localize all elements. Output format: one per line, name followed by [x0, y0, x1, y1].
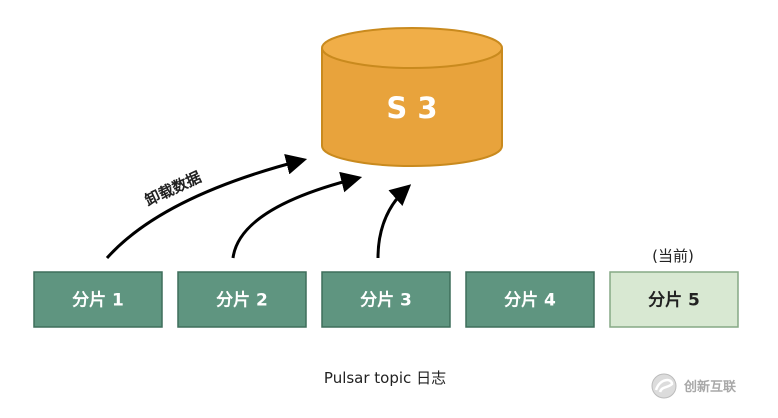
segment-label: 分片 3: [360, 290, 412, 311]
s3-label: S 3: [386, 91, 437, 125]
watermark: 创新互联: [651, 373, 736, 399]
segment-1: 分片 1: [33, 271, 163, 328]
watermark-text: 创新互联: [683, 379, 736, 395]
segment-label: 分片 2: [216, 290, 268, 311]
segment-4: 分片 4: [465, 271, 595, 328]
segment-label: 分片 1: [72, 290, 124, 311]
segment-2: 分片 2: [177, 271, 307, 328]
segment-box: [609, 271, 739, 328]
offload-arrow-segment-2: [231, 171, 363, 259]
segment-3: 分片 3: [321, 271, 451, 328]
log-caption: Pulsar topic 日志: [324, 369, 446, 387]
log-segments: 分片 1 分片 2 分片 3 分片 4 分片 5: [33, 271, 739, 328]
segment-box: [321, 271, 451, 328]
segment-5: 分片 5: [609, 271, 739, 328]
segment-box: [465, 271, 595, 328]
current-segment-marker: (当前): [652, 247, 694, 265]
segment-box: [177, 271, 307, 328]
segment-label: 分片 5: [648, 290, 700, 311]
offload-arrow-segment-1: [105, 154, 308, 260]
segment-label: 分片 4: [504, 290, 556, 311]
offload-label: 卸载数据: [142, 168, 204, 210]
swirl-logo-icon: [651, 373, 677, 399]
s3-storage-cylinder-icon: S 3: [321, 27, 503, 167]
segment-box: [33, 271, 163, 328]
offload-arrow-segment-3: [376, 184, 412, 259]
